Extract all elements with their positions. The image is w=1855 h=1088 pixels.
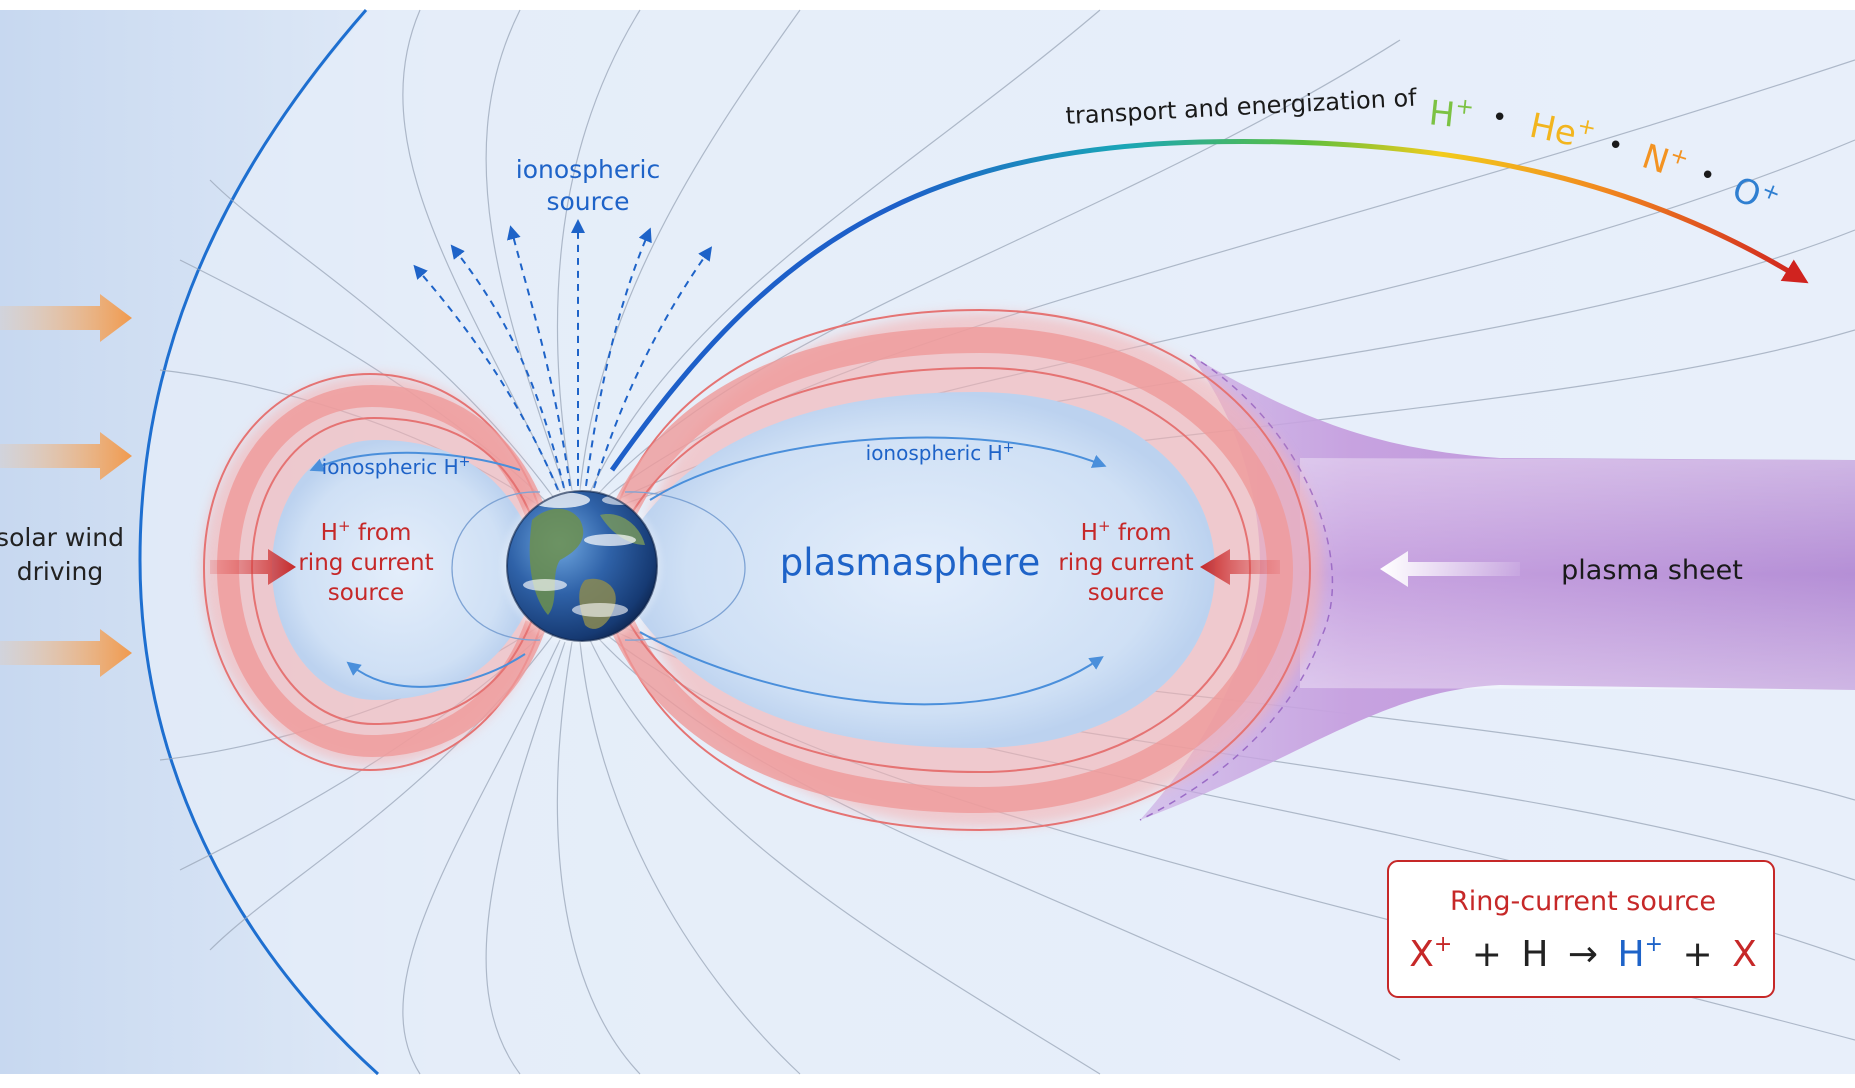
svg-text:ring current: ring current [298,550,433,576]
ring-source-label-left: H+ from ring current source [298,517,433,606]
solar-wind-arrows [0,294,132,677]
legend-equation: X+ + H → H+ + X [1409,919,1757,975]
inner-loop-right [624,491,746,641]
plasma-sheet-label: plasma sheet [1561,555,1743,586]
ring-source-label-right: H+ from ring current source [1058,517,1193,606]
plasma-sheet-arrow [1380,551,1520,587]
ionospheric-source-line1: ionospheric [516,155,660,184]
flow-arrow-left-top [309,451,521,472]
ion-separator-1: • [1492,103,1507,133]
plasma-sheet-sheen [1300,458,1855,690]
svg-text:ring current: ring current [1058,550,1193,576]
ion-separator-2: • [1608,131,1623,161]
solar-wind-label-line1: solar wind [0,523,124,552]
flow-arrow-left-bottom [346,653,526,688]
flow-arrow-right-top [649,436,1107,501]
ring-current-legend: Ring-current source X+ + H → H+ + X [1387,860,1775,998]
flow-arrow-right-bottom [639,631,1104,706]
svg-text:H+ from: H+ from [1081,517,1172,546]
inner-loop-left [451,491,541,641]
ionospheric-source-line2: source [546,187,629,216]
injection-arrow-right [1200,549,1280,585]
legend-title: Ring-current source [1450,886,1716,917]
svg-text:source: source [1088,580,1164,606]
earth [502,486,662,646]
plasmasphere-left [272,440,528,700]
injection-arrow-left [210,549,296,585]
flow-label-left: ionospheric H+ [322,454,471,479]
ion-h: H+ [1427,91,1475,137]
ionospheric-outflow-arrows [413,219,713,491]
transport-arc [609,139,1809,472]
plasma-sheet-boundary [1139,354,1334,821]
plasmasphere-label: plasmasphere [780,541,1041,584]
ion-he: He+ [1526,104,1598,159]
magnetopause-line [138,9,380,1076]
flow-label-right: ionospheric H+ [866,440,1015,465]
svg-text:H+ from: H+ from [321,517,412,546]
solar-wind-label-line2: driving [17,557,104,586]
plasmasphere-right [628,392,1215,748]
ion-separator-3: • [1700,161,1715,191]
svg-text:source: source [328,580,404,606]
